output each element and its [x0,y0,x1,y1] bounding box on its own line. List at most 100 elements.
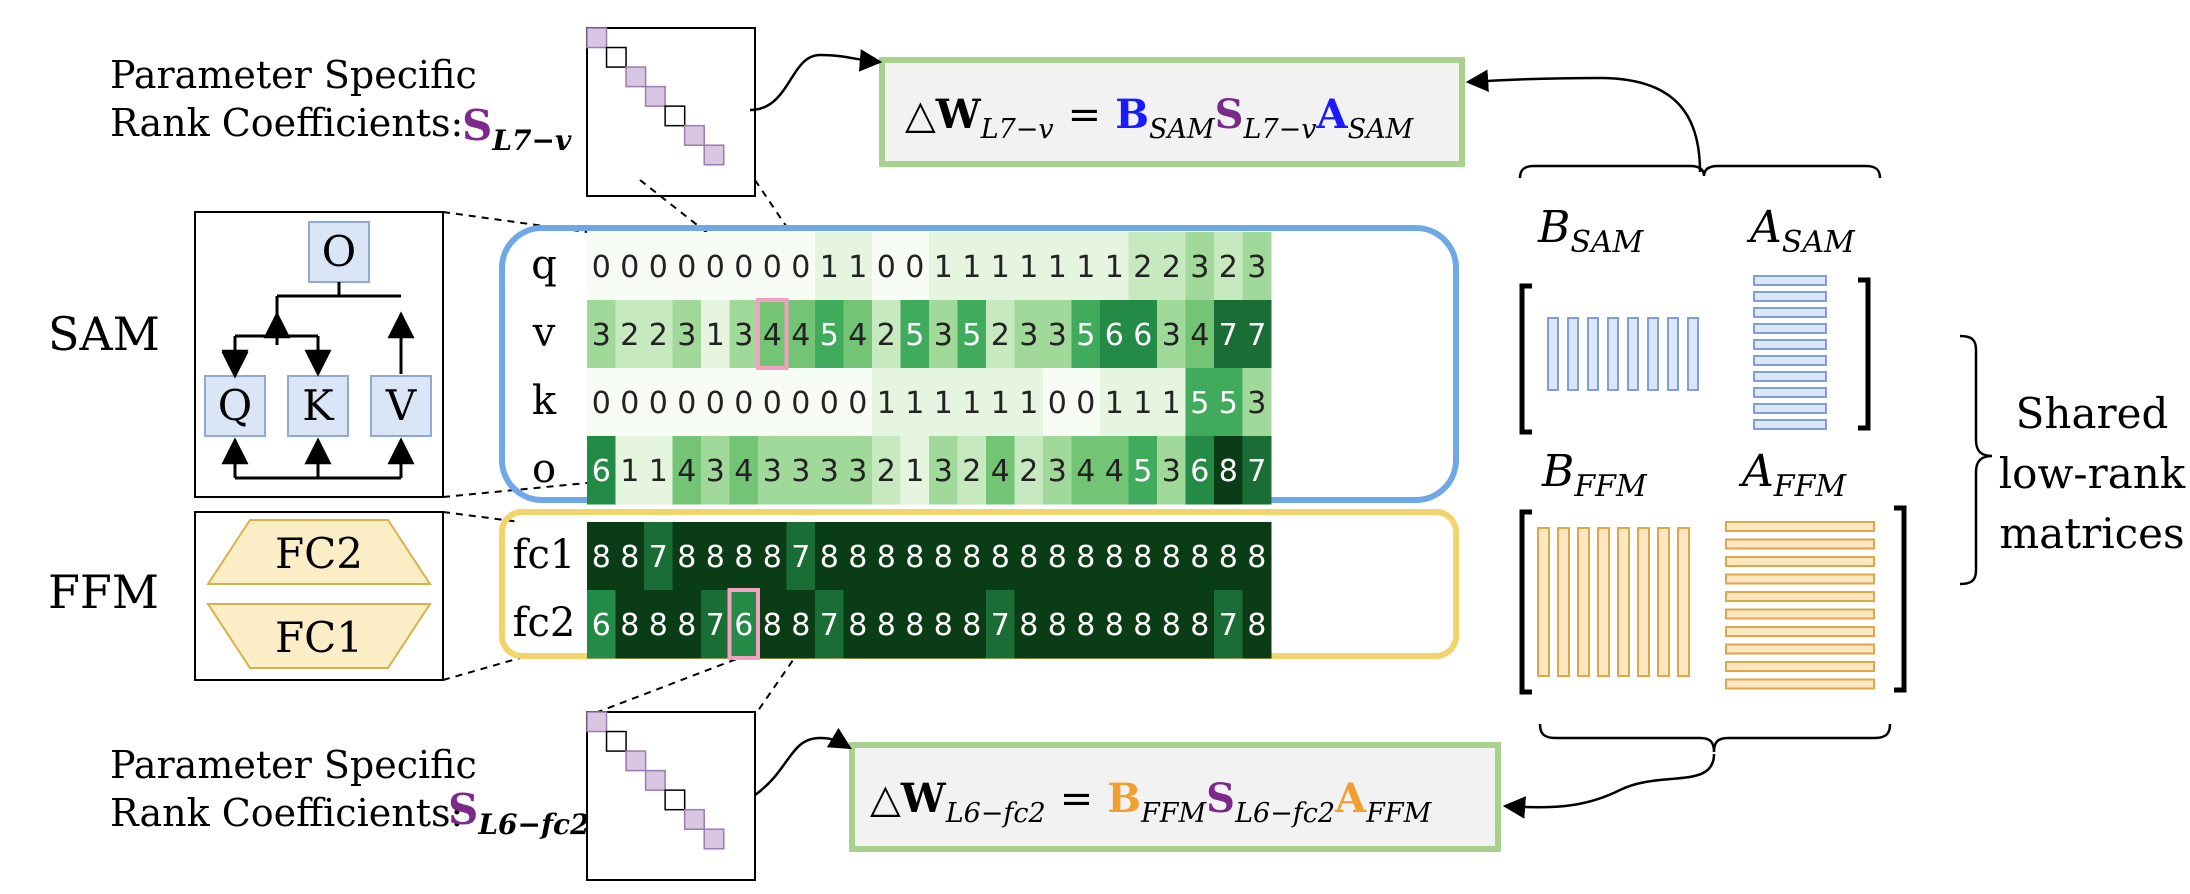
heatmap-value: 1 [706,318,725,353]
heatmap-cell [615,300,645,369]
heatmap-cell [929,232,958,301]
heatmap-value: 4 [1076,454,1095,489]
heatmap-value: 8 [848,540,867,575]
heatmap-value: 0 [791,250,810,285]
bottom-rank-label-line2: Rank Coefficients: [110,791,463,835]
bottom-rank-label-line1: Parameter Specific [110,743,477,787]
heatmap-value: 8 [905,608,924,643]
ffm-right-bracket [1894,505,1907,693]
heatmap-cell [1100,590,1129,659]
heatmap-cell [729,300,759,369]
matrix-bar [1637,527,1650,677]
diag-cell [605,730,627,752]
ffm-section-label: FFM [48,565,159,619]
heatmap-value: 3 [734,318,753,353]
heatmap-value: 2 [991,318,1010,353]
diag-cell [703,828,725,850]
matrix-bar [1597,527,1610,677]
heatmap-cell [1043,300,1072,369]
heatmap-cell [1128,522,1158,591]
heatmap-cell [786,368,816,437]
sam-node-o-label: O [322,227,356,276]
heatmap-cell [957,590,987,659]
heatmap-cell [1043,590,1072,659]
heatmap-cell [587,436,616,505]
heatmap-cell [672,590,702,659]
heatmap-cell [1185,300,1215,369]
heatmap-value: 5 [1190,386,1209,421]
heatmap-cell [900,232,930,301]
heatmap-value: 5 [1076,318,1095,353]
heatmap-cell [986,590,1015,659]
heatmap-value: 0 [734,250,753,285]
sam-section-label: SAM [48,307,160,361]
heatmap-value: 3 [791,454,810,489]
heatmap-cell [1214,300,1243,369]
matrix-bar [1657,527,1670,677]
heatmap-cell [957,300,987,369]
heatmap-value: 8 [877,608,896,643]
heatmap-cell [929,368,958,437]
heatmap-cell [1214,522,1243,591]
heatmap-cell [1100,522,1129,591]
heatmap-cell [872,232,901,301]
heatmap-cell [587,590,616,659]
heatmap-value: 8 [677,608,696,643]
heatmap-value: 6 [734,608,753,643]
heatmap-cell [758,368,787,437]
heatmap-value: 8 [677,540,696,575]
heatmap-value: 0 [791,386,810,421]
right-brace [1959,334,1993,586]
heatmap-cell [1100,368,1129,437]
heatmap-cell [929,590,958,659]
heatmap-cell [872,590,901,659]
heatmap-cell [957,436,987,505]
heatmap-value: 1 [934,386,953,421]
heatmap-cell [644,300,673,369]
heatmap-value: 8 [905,540,924,575]
heatmap-value: 0 [620,250,639,285]
heatmap-cell [1071,522,1101,591]
heatmap-cell [701,300,730,369]
heatmap-value: 8 [763,608,782,643]
heatmap-cell [786,590,816,659]
heatmap-cell [843,436,873,505]
heatmap-value: 8 [649,608,668,643]
matrix-bar [1677,527,1690,677]
heatmap-value: 7 [706,608,725,643]
heatmap-cell [815,590,844,659]
b-ffm-matrix [1537,527,1690,677]
heatmap-cell [872,522,901,591]
heatmap-value: 5 [820,318,839,353]
heatmap-value: 2 [1133,250,1152,285]
heatmap-value: 0 [905,250,924,285]
heatmap-cell [615,522,645,591]
top-diagonal-matrix [586,27,756,197]
heatmap-value: 5 [1219,386,1238,421]
heatmap-value: 4 [763,318,782,353]
bottom-matrix-arrow [754,727,852,797]
heatmap-cell [729,590,759,659]
heatmap-cell [1071,368,1101,437]
heatmap-value: 0 [592,386,611,421]
heatmap-value: 3 [1247,386,1266,421]
heatmap-cell [1128,368,1158,437]
heatmap-cell [900,368,930,437]
heatmap-value: 5 [1133,454,1152,489]
heatmap-cell [957,522,987,591]
heatmap-cell [786,436,816,505]
sam-node-v-label: V [385,381,417,430]
heatmap-cell [672,436,702,505]
heatmap-cell [587,522,616,591]
heatmap-value: 4 [677,454,696,489]
heatmap-cell [615,232,645,301]
heatmap-value: 0 [820,386,839,421]
heatmap-cell [1185,436,1215,505]
heatmap-value: 8 [1133,608,1152,643]
heatmap-value: 0 [677,250,696,285]
heatmap-cell [1043,436,1072,505]
heatmap-cell [843,300,873,369]
heatmap-cell [587,232,616,301]
heatmap-cell [1157,522,1186,591]
heatmap-value: 8 [706,540,725,575]
